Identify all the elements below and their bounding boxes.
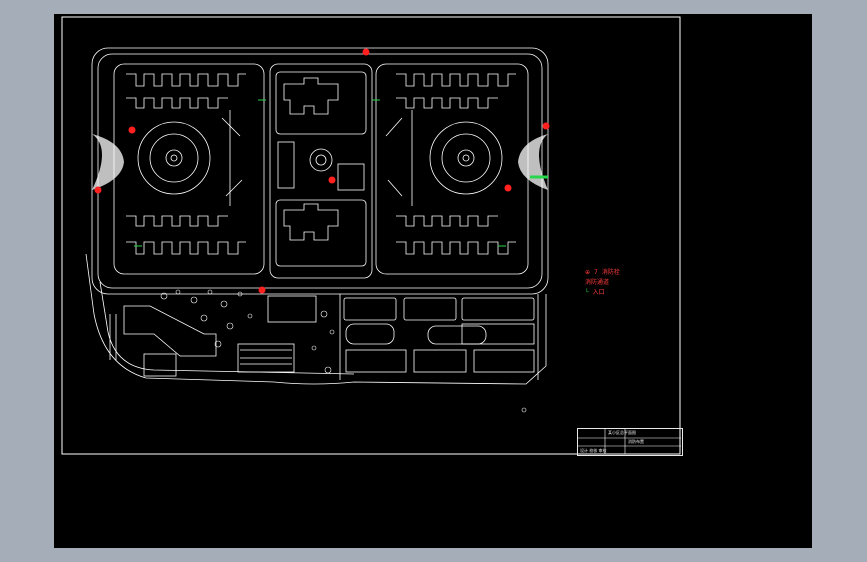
east-gate: [518, 134, 548, 190]
left-plaza: [137, 121, 211, 195]
legend-row: ⊕ 7 消防栓: [585, 268, 620, 278]
west-gate: [92, 134, 124, 190]
entry-arrow-icon: └: [585, 289, 589, 296]
sheet-frame: [61, 16, 681, 455]
cad-viewport[interactable]: ⊕ 7 消防栓 消防通道 └ 入口 某小区总平面图 消防布置 设计 校核 审核: [54, 14, 812, 548]
center-residential-cluster: [269, 63, 373, 279]
outer-road-inner: [97, 53, 543, 289]
title-block-subtitle: 消防布置: [628, 439, 644, 444]
fire-hydrant-markers: [94, 48, 550, 294]
title-block-row: 设计 校核 审核: [580, 448, 607, 453]
outer-road: [91, 47, 549, 295]
title-block-title: 某小区总平面图: [608, 430, 636, 435]
legend-label: 7: [594, 269, 598, 276]
legend-label: 入口: [592, 289, 605, 296]
south-west-buildings: [109, 295, 317, 377]
site-boundary: [85, 253, 547, 385]
fire-hydrant-icon: ⊕: [585, 269, 591, 276]
landscape-trees: [160, 289, 527, 413]
right-residential-cluster: [375, 63, 529, 275]
center-plaza: [309, 148, 333, 172]
drawing-legend: ⊕ 7 消防栓 消防通道 └ 入口: [585, 268, 620, 298]
left-residential-cluster: [113, 63, 265, 275]
legend-note: 消防栓: [601, 269, 620, 276]
legend-row: └ 入口: [585, 288, 620, 298]
south-east-blocks: [339, 294, 539, 380]
site-plan-drawing: [61, 16, 681, 455]
entry-marks: [134, 99, 506, 247]
right-plaza: [429, 121, 503, 195]
title-block: 某小区总平面图 消防布置 设计 校核 审核: [577, 428, 683, 456]
legend-label: 消防通道: [585, 279, 610, 286]
legend-row: 消防通道: [585, 278, 620, 288]
